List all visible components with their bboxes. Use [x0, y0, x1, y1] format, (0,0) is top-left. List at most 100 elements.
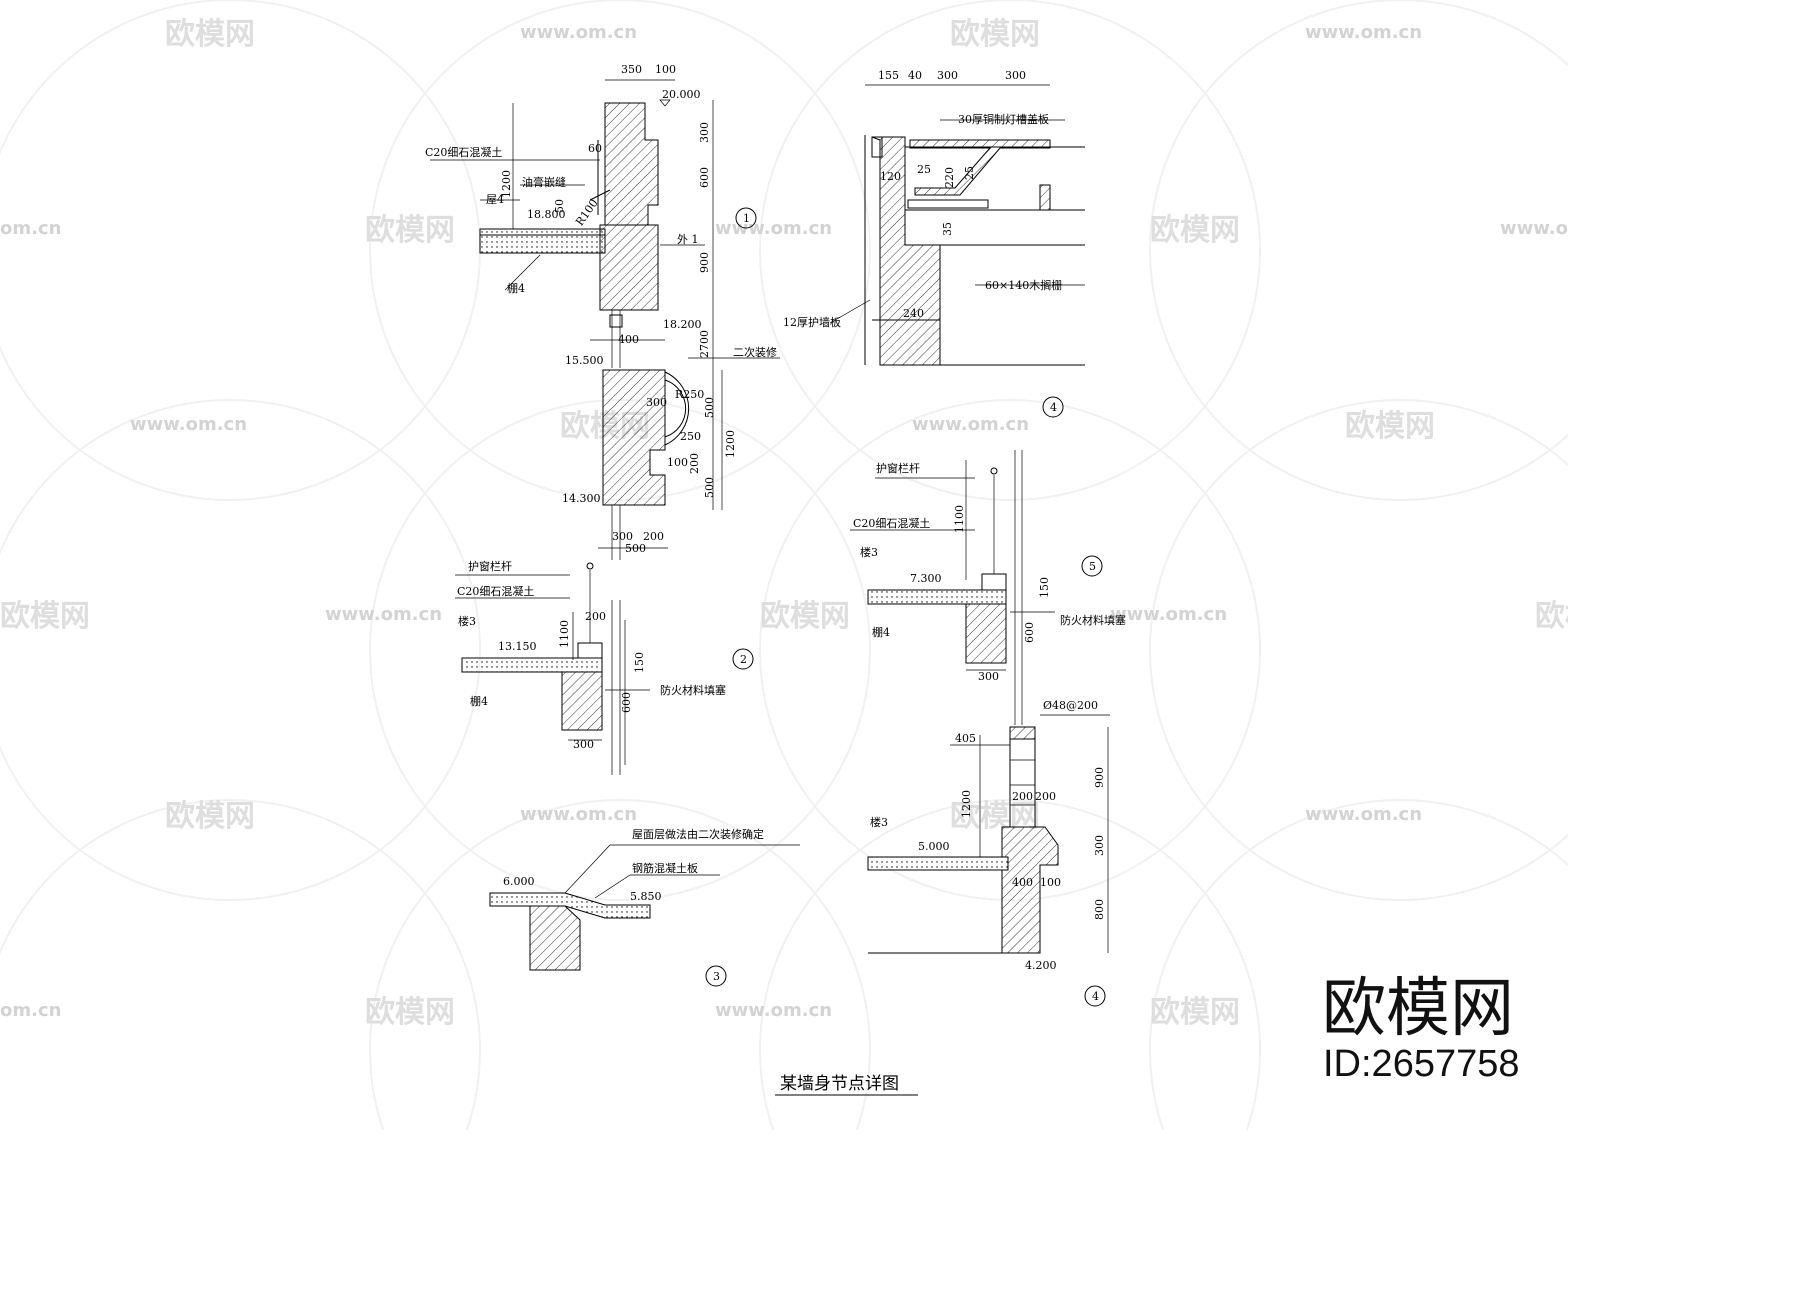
dim-label: 200	[643, 530, 664, 543]
annotation-label: 棚4	[872, 625, 890, 639]
dim-label: 150	[1038, 577, 1051, 598]
level-label: 13.150	[498, 640, 537, 653]
watermark-site: www.om.cn	[1305, 22, 1422, 43]
dim-label: 1200	[500, 170, 513, 198]
dim-label: 350	[621, 63, 642, 76]
dim-label: 100	[655, 63, 676, 76]
dim-label: 150	[633, 652, 646, 673]
dim-label: 25	[917, 163, 931, 176]
watermark-site: www.om.cn	[130, 414, 247, 435]
dim-label: 300	[1093, 835, 1106, 856]
dim-label: 300	[646, 396, 667, 409]
annotation-label: 护窗栏杆	[876, 461, 920, 475]
level-label: 15.500	[565, 354, 604, 367]
watermark-site: www.om.cn	[520, 22, 637, 43]
dim-label: 240	[903, 307, 924, 320]
annotation-label: 钢筋混凝土板	[632, 861, 698, 875]
dim-label: 400	[618, 333, 639, 346]
dim-label: 800	[1093, 899, 1106, 920]
annotation-label: 楼3	[860, 545, 878, 559]
level-label: 20.000	[662, 88, 701, 101]
dim-label: 400	[1012, 876, 1033, 889]
watermark-site: www.om.cn	[325, 604, 442, 625]
dim-label: R100	[573, 197, 600, 228]
upstand-beam	[1001, 826, 1059, 954]
annotation-label: 60×140木搁栅	[985, 278, 1062, 292]
drawing-sheet: 欧模网 www.om.cn 欧模网 www.om.cn om.cn 欧模网 ww…	[0, 0, 1568, 1130]
roof-slab	[479, 228, 606, 236]
watermark-layer: 欧模网 www.om.cn 欧模网 www.om.cn om.cn 欧模网 ww…	[0, 0, 1568, 1130]
dim-label: 300	[573, 738, 594, 751]
floor-slab	[867, 589, 1007, 605]
annotation-label: 30厚铜制灯槽盖板	[958, 112, 1049, 126]
level-label: 6.000	[503, 875, 535, 888]
dim-label: 300	[612, 530, 633, 543]
dim-label: 50	[553, 199, 566, 213]
beam-section	[561, 671, 603, 731]
dim-label: Ø48@200	[1043, 699, 1098, 712]
roof-slab	[479, 234, 606, 254]
watermark-cn: 欧模网	[165, 17, 255, 52]
dim-label: 500	[625, 542, 646, 555]
annotation-label: C20细石混凝土	[457, 584, 534, 598]
dim-label: 200	[1012, 790, 1033, 803]
brand-name: 欧模网	[1322, 972, 1514, 1046]
dim-label: 220	[943, 167, 956, 188]
watermark-site: om.cn	[0, 218, 61, 239]
dim-label: 2700	[698, 330, 711, 358]
watermark-site: www.om.cn	[715, 1000, 832, 1021]
detail-tag: 3	[713, 970, 720, 983]
watermark-site: www.om.cn	[1500, 218, 1568, 239]
dim-label: 900	[698, 252, 711, 273]
dim-label: 405	[955, 732, 976, 745]
dim-label: 1100	[558, 620, 571, 648]
annotation-label: 防火材料填塞	[660, 683, 726, 697]
dim-label: 25	[963, 166, 976, 180]
watermark-cn: 欧模网	[365, 995, 455, 1030]
detail-4b: Ø48@200 405 1200 200 200 900 300 400 100…	[867, 699, 1110, 1007]
annotation-label: 屋4	[486, 193, 504, 206]
annotation-label: 二次装修	[733, 345, 777, 359]
dim-label: 300	[937, 69, 958, 82]
annotation-label: C20细石混凝土	[853, 516, 930, 530]
watermark-cn: 欧模网	[1345, 409, 1435, 444]
dim-label: 500	[703, 397, 716, 418]
watermark-cn: 欧模网	[0, 599, 90, 634]
dim-label: 900	[1093, 767, 1106, 788]
floor-slab	[867, 856, 1009, 871]
watermark-site: om.cn	[0, 1000, 61, 1021]
watermark-cn: 欧模网	[365, 213, 455, 248]
lamp-trough-cover	[909, 139, 1051, 196]
parapet-cap	[1009, 726, 1036, 740]
level-label: 7.300	[910, 572, 942, 585]
annotation-label: 屋面层做法由二次装修确定	[632, 827, 764, 841]
dim-label: 300	[1005, 69, 1026, 82]
sill-block	[981, 573, 1007, 591]
watermark-cn: 欧模网	[165, 799, 255, 834]
level-label: 18.200	[663, 318, 702, 331]
dim-label: 600	[1023, 622, 1036, 643]
floor-slab	[461, 657, 603, 673]
annotation-label: 防火材料填塞	[1060, 613, 1126, 627]
dim-label: 100	[667, 456, 688, 469]
annotation-label: 楼3	[870, 815, 888, 829]
wall-section	[602, 369, 666, 506]
dim-label: 600	[698, 167, 711, 188]
annotation-label: 外 1	[677, 233, 699, 246]
annotation-label: 12厚护墙板	[783, 315, 841, 329]
detail-tag: 1	[743, 212, 750, 225]
parapet-wall	[604, 102, 659, 226]
dim-label: 40	[908, 69, 922, 82]
watermark-site: www.om.cn	[1305, 804, 1422, 825]
detail-1: 350 100 300 600 900 2700 1200 60 50 R100…	[425, 63, 780, 560]
dim-label: R250	[675, 388, 704, 401]
level-label: 4.200	[1025, 959, 1057, 972]
level-label: 5.000	[918, 840, 950, 853]
dim-label: 300	[978, 670, 999, 683]
beam-section	[529, 905, 581, 971]
detail-4a: 155 40 300 300 120 25 220 25 35 240 30厚铜…	[783, 69, 1085, 418]
detail-tag: 2	[740, 653, 747, 666]
brand-id: ID:2657758	[1323, 1043, 1520, 1085]
watermark-cn: 欧模网	[1150, 995, 1240, 1030]
watermark-cn: 欧模网	[1150, 213, 1240, 248]
